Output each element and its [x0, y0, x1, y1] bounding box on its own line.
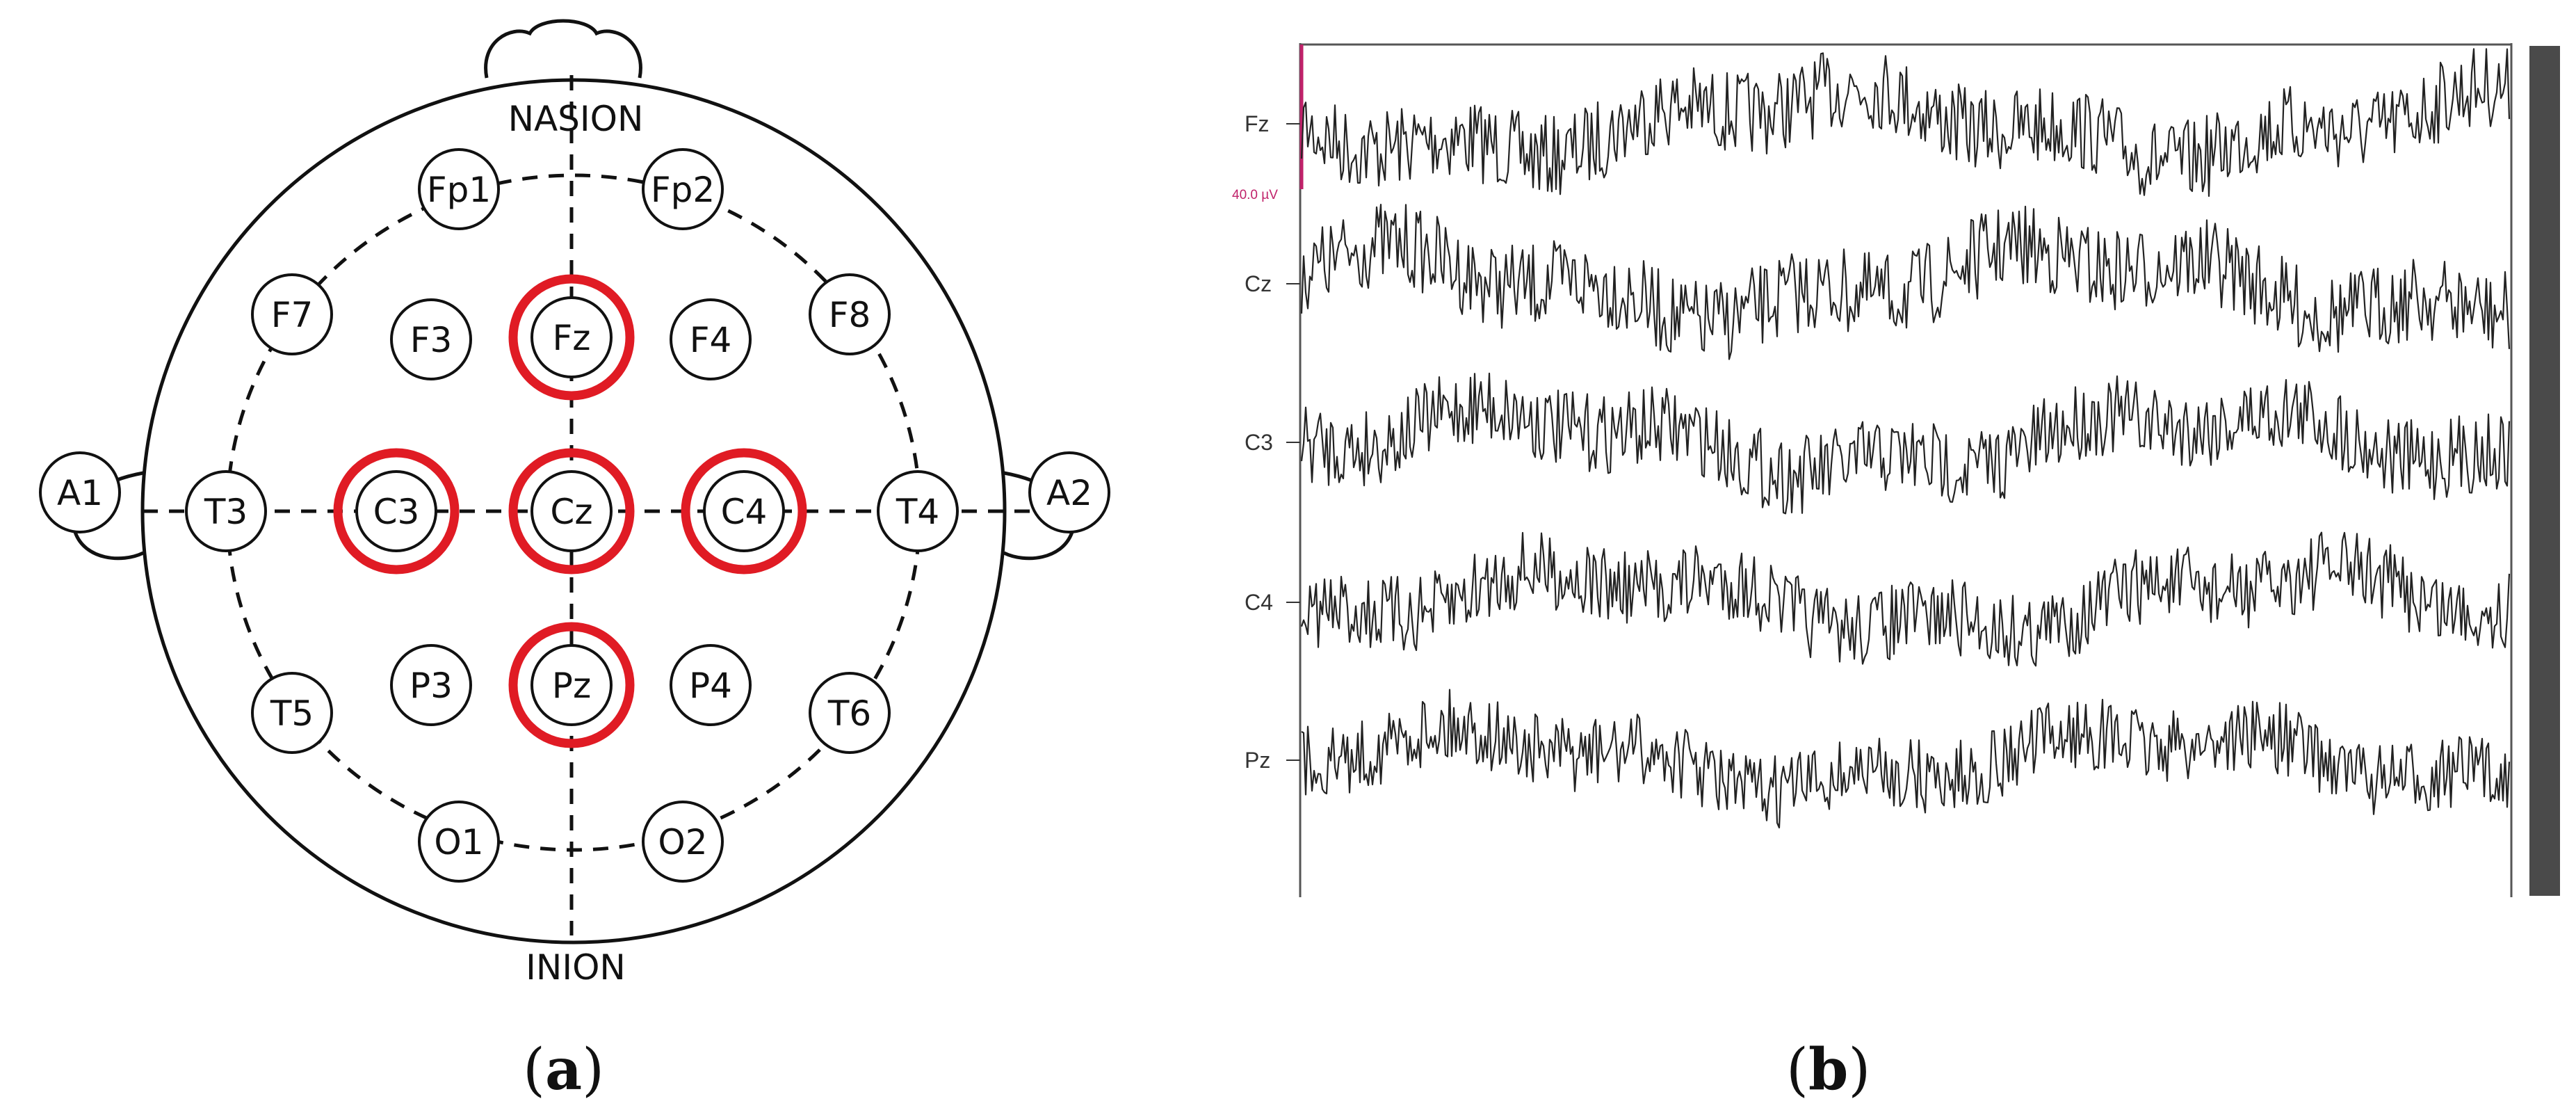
eeg-channel-cz: Cz	[1245, 204, 2511, 360]
electrode-fp1: Fp1	[418, 148, 500, 230]
electrode-marker	[703, 470, 785, 552]
electrode-marker	[418, 148, 500, 230]
electrode-f3: F3	[390, 298, 472, 380]
electrode-label: Fp2	[651, 170, 715, 210]
eeg-channel-fz: Fz	[1245, 48, 2511, 198]
eeg-trace	[1300, 48, 2511, 198]
electrode-marker	[1028, 451, 1110, 533]
electrode-marker	[185, 470, 267, 552]
electrode-marker	[642, 801, 724, 883]
electrode-f7: F7	[251, 273, 333, 355]
electrode-label: P3	[410, 666, 453, 706]
electrode-label: Fz	[552, 318, 590, 358]
vertical-scrollbar[interactable]	[2529, 46, 2560, 896]
electrode-t5: T5	[251, 672, 333, 754]
panel-b-caption: (b)	[1786, 1036, 1871, 1103]
channel-label: C4	[1245, 590, 1273, 615]
electrode-marker	[530, 644, 613, 726]
electrode-label: Cz	[550, 492, 592, 532]
electrode-cz: Cz	[508, 448, 635, 574]
panel-a-letter: a	[545, 1036, 583, 1103]
electrode-label: F8	[829, 295, 871, 335]
electrode-c3: C3	[333, 448, 460, 574]
electrode-label: T6	[827, 693, 871, 734]
eeg-trace	[1300, 204, 2511, 360]
electrode-label: A2	[1046, 473, 1092, 513]
electrode-label: A1	[57, 473, 103, 513]
electrode-highlight-ring	[508, 622, 635, 748]
electrode-label: Fp1	[427, 170, 491, 210]
eeg-trace	[1301, 689, 2511, 829]
electrode-label: F7	[271, 295, 314, 335]
electrode-p4: P4	[670, 644, 752, 726]
electrode-t6: T6	[809, 672, 891, 754]
electrode-marker	[251, 672, 333, 754]
electrode-label: F4	[690, 320, 732, 360]
panel-a-caption: (a)	[523, 1036, 605, 1103]
electrode-marker	[530, 470, 613, 552]
electrode-marker	[39, 451, 121, 533]
electrode-fz: Fz	[508, 274, 635, 401]
electrode-marker	[418, 801, 500, 883]
nasion-label: NASION	[508, 99, 644, 139]
electrode-a1: A1	[39, 451, 121, 533]
electrode-label: C4	[721, 492, 768, 532]
electrode-label: T3	[204, 492, 248, 532]
electrode-a2: A2	[1028, 451, 1110, 533]
electrode-highlight-ring	[508, 274, 635, 401]
electrode-t3: T3	[185, 470, 267, 552]
electrode-marker	[390, 298, 472, 380]
electrode-pz: Pz	[508, 622, 635, 748]
electrode-label: P4	[689, 666, 732, 706]
electrode-marker	[251, 273, 333, 355]
electrode-label: O1	[434, 822, 483, 862]
electrode-c4: C4	[681, 448, 807, 574]
channel-label: Cz	[1245, 271, 1272, 296]
electrode-marker	[355, 470, 437, 552]
electrode-marker	[670, 298, 752, 380]
channel-label: Fz	[1245, 111, 1270, 136]
electrode-o2: O2	[642, 801, 724, 883]
electrode-marker	[642, 148, 724, 230]
channel-label: Pz	[1245, 748, 1270, 773]
electrode-marker	[809, 273, 891, 355]
eeg-channel-c3: C3	[1245, 372, 2511, 515]
electrode-fp2: Fp2	[642, 148, 724, 230]
electrode-marker	[530, 296, 613, 378]
electrode-highlight-ring	[508, 448, 635, 574]
eeg-trace	[1300, 531, 2511, 667]
eeg-channel-c4: C4	[1245, 531, 2511, 667]
electrode-marker	[670, 644, 752, 726]
electrode-label: Pz	[552, 666, 591, 706]
eeg-channel-pz: Pz	[1245, 689, 2511, 829]
inion-label: INION	[526, 947, 626, 988]
electrode-o1: O1	[418, 801, 500, 883]
amplitude-scale-label: 40.0 µV	[1232, 188, 1278, 202]
electrode-label: C3	[373, 492, 420, 532]
nose-outline	[484, 19, 642, 79]
panel-b-letter: b	[1808, 1036, 1849, 1103]
electrode-marker	[877, 470, 959, 552]
channel-label: C3	[1245, 430, 1273, 455]
electrode-marker	[809, 672, 891, 754]
eeg-trace	[1300, 372, 2511, 515]
electrode-f4: F4	[670, 298, 752, 380]
electrode-marker	[390, 644, 472, 726]
electrode-label: T5	[270, 693, 314, 734]
electrode-label: T4	[896, 492, 939, 532]
electrode-p3: P3	[390, 644, 472, 726]
electrode-t4: T4	[877, 470, 959, 552]
electrode-label: O2	[658, 822, 707, 862]
electrode-f8: F8	[809, 273, 891, 355]
electrode-highlight-ring	[681, 448, 807, 574]
electrode-label: F3	[410, 320, 453, 360]
electrode-highlight-ring	[333, 448, 460, 574]
